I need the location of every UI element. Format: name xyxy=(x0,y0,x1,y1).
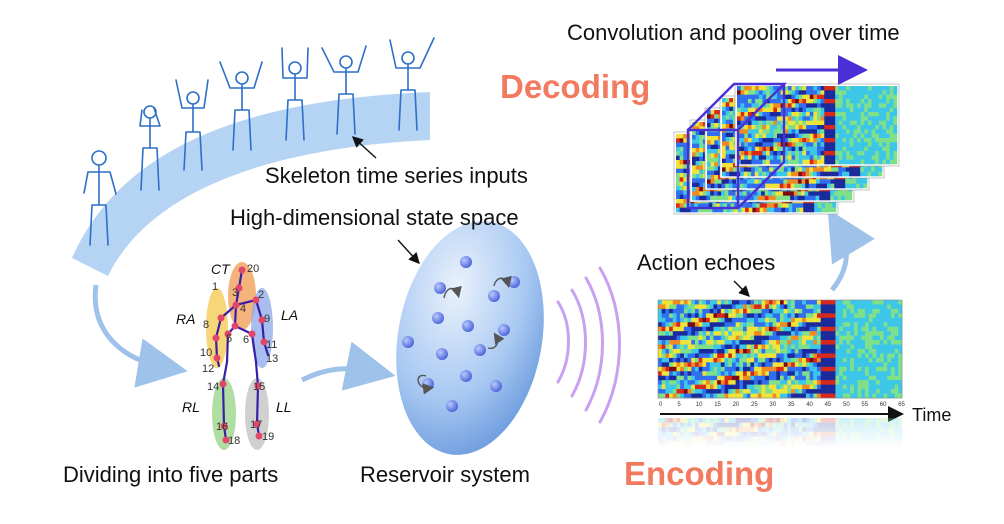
encoding-title: Encoding xyxy=(624,455,774,493)
echo-tick-label: 35 xyxy=(788,402,795,408)
echo-tick-label: 5 xyxy=(677,402,681,408)
echo-tick-label: 50 xyxy=(843,402,850,408)
part-ll: LL xyxy=(276,399,292,415)
joint-8: 8 xyxy=(203,319,209,331)
joint-12: 12 xyxy=(202,363,214,375)
joint-20: 20 xyxy=(247,263,259,275)
arrow-skeleton-to-reservoir xyxy=(302,369,376,380)
joint-3: 3 xyxy=(232,287,238,299)
feature-map-stack xyxy=(674,84,899,214)
action-echoes-label: Action echoes xyxy=(637,250,775,276)
echo-tick-label: 20 xyxy=(733,402,740,408)
part-ra: RA xyxy=(176,311,195,327)
part-la: LA xyxy=(281,307,298,323)
convolution-label: Convolution and pooling over time xyxy=(567,20,900,46)
echo-x-ticks: 0 5 10 15 20 25 30 35 40 45 50 55 60 65 xyxy=(659,402,906,408)
dividing-label: Dividing into five parts xyxy=(63,462,278,488)
echo-tick-label: 0 xyxy=(659,402,663,408)
joint-10: 10 xyxy=(200,347,212,359)
decoding-title: Decoding xyxy=(500,68,650,106)
action-echo-heatmap xyxy=(658,300,902,398)
joint-11: 11 xyxy=(266,339,277,351)
echo-tick-label: 10 xyxy=(696,402,703,408)
echo-tick-label: 65 xyxy=(898,402,905,408)
joint-17: 17 xyxy=(250,419,262,431)
joint-1: 1 xyxy=(212,281,218,293)
joint-2: 2 xyxy=(258,289,264,301)
joint-19: 19 xyxy=(262,431,274,443)
reservoir-label: Reservoir system xyxy=(360,462,530,488)
joint-4: 4 xyxy=(240,303,246,315)
echo-tick-label: 15 xyxy=(714,402,721,408)
echo-tick-label: 60 xyxy=(880,402,887,408)
five-part-skeleton: 20 1 3 2 4 8 9 5 6 10 11 12 13 14 15 16 … xyxy=(176,261,298,450)
state-space-pointer xyxy=(398,240,418,262)
state-space-label: High-dimensional state space xyxy=(230,205,519,231)
skeleton-inputs-label: Skeleton time series inputs xyxy=(265,163,528,189)
time-label: Time xyxy=(912,405,951,426)
joint-13: 13 xyxy=(266,353,278,365)
echoes-pointer xyxy=(734,281,748,295)
echo-tick-label: 55 xyxy=(861,402,868,408)
part-rl: RL xyxy=(182,399,200,415)
joint-18: 18 xyxy=(228,435,240,447)
joint-16: 16 xyxy=(216,421,228,433)
echo-tick-label: 25 xyxy=(751,402,758,408)
part-ct: CT xyxy=(211,261,231,277)
echo-tick-label: 45 xyxy=(825,402,832,408)
echo-waves xyxy=(558,268,620,422)
joint-5: 5 xyxy=(226,333,232,345)
joint-6: 6 xyxy=(243,334,249,346)
arrow-band-to-skeleton xyxy=(95,285,168,368)
echo-tick-label: 40 xyxy=(806,402,813,408)
joint-14: 14 xyxy=(207,381,219,393)
joint-15: 15 xyxy=(253,381,265,393)
echo-tick-label: 30 xyxy=(769,402,776,408)
joint-9: 9 xyxy=(264,313,270,325)
arrow-echoes-to-decoding xyxy=(832,226,846,290)
